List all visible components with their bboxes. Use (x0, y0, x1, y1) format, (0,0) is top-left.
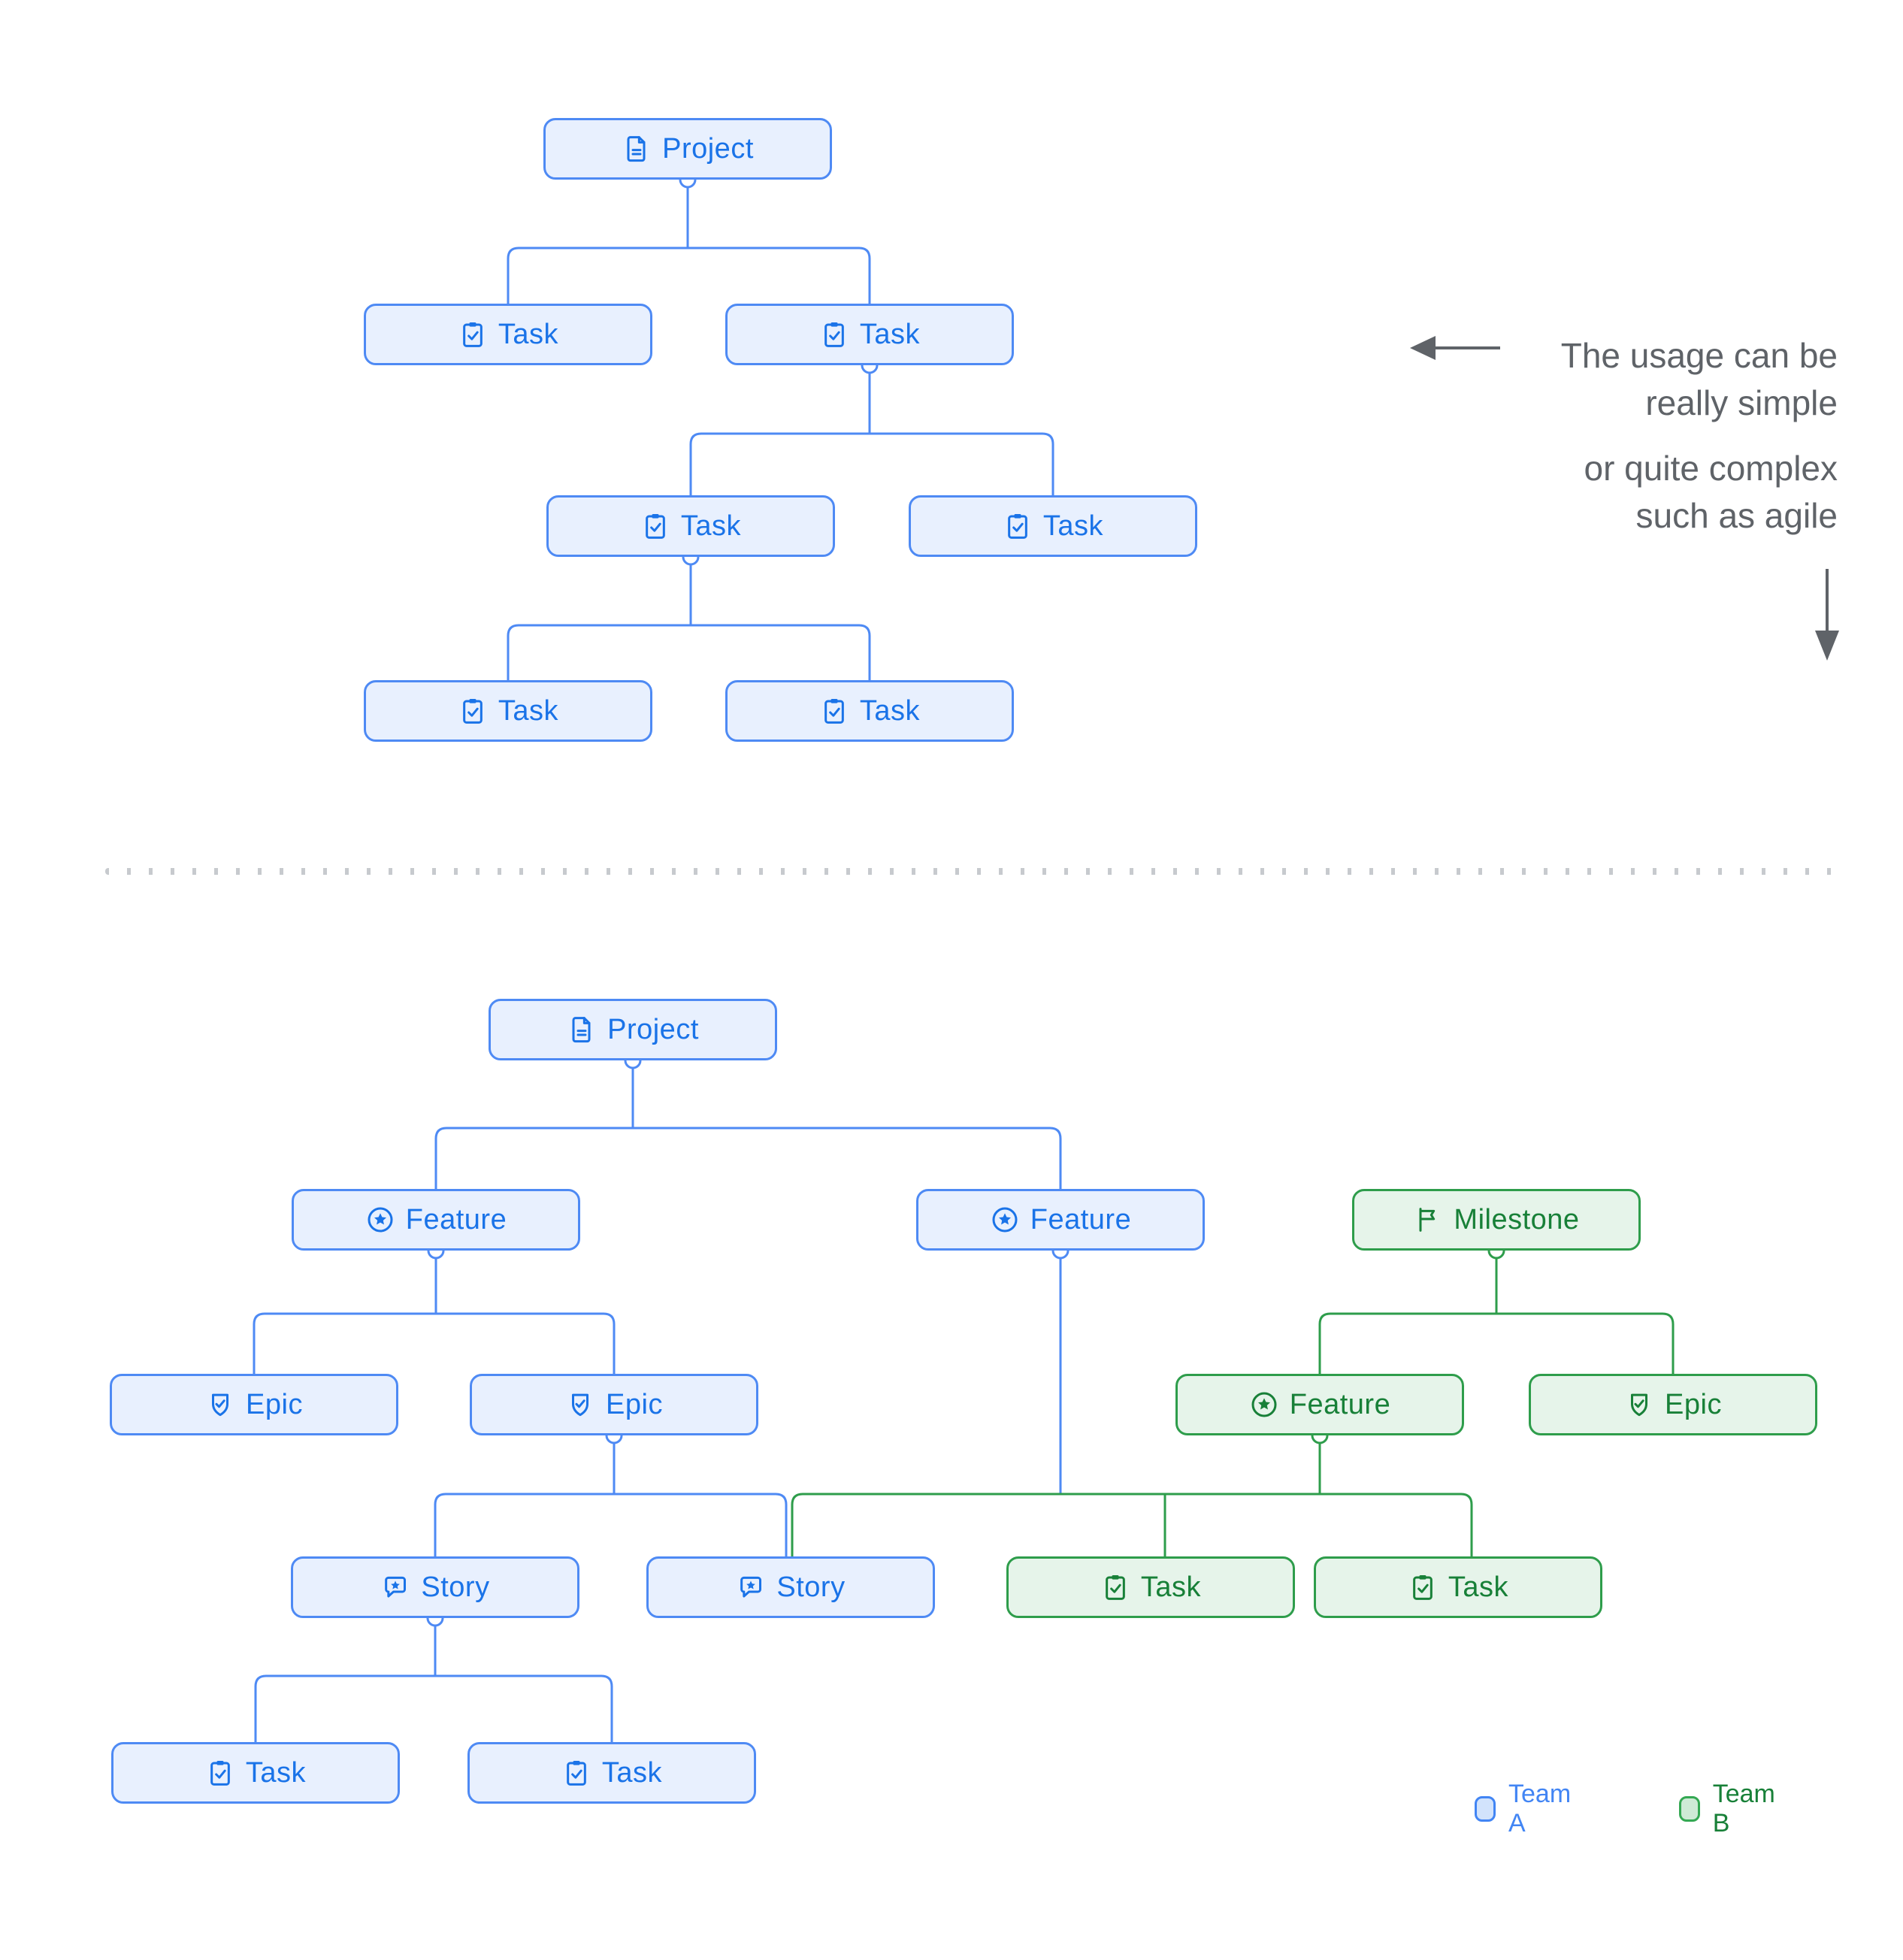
document-icon (567, 1015, 597, 1045)
task-icon (819, 319, 849, 349)
dotted-divider (105, 868, 1849, 875)
node-top-task-6: Task (725, 680, 1014, 742)
node-label: Feature (1030, 1203, 1132, 1236)
annotation-line-3: or quite complex (1584, 449, 1838, 488)
team-b-label: Team B (1712, 1780, 1775, 1838)
node-label: Story (776, 1571, 846, 1603)
node-label: Feature (405, 1203, 507, 1236)
legend-item-team-a: Team A (1475, 1780, 1575, 1838)
node-top-task-3: Task (546, 495, 835, 557)
node-label: Task (1448, 1571, 1509, 1603)
arrow-left-icon (1410, 336, 1500, 360)
node-epic-3: Epic (1529, 1374, 1817, 1435)
node-label: Task (680, 510, 742, 542)
node-label: Task (498, 694, 559, 727)
feature-icon (990, 1205, 1020, 1235)
node-story-2: Story (646, 1556, 935, 1618)
node-label: Story (421, 1571, 490, 1603)
node-green-task-1: Task (1006, 1556, 1295, 1618)
task-icon (1408, 1572, 1438, 1602)
node-feature-3: Feature (1175, 1374, 1464, 1435)
annotation-text: The usage can be really simple or quite … (1561, 332, 1838, 540)
node-label: Task (601, 1756, 663, 1789)
task-icon (640, 511, 670, 541)
arrow-down-icon (1815, 569, 1839, 661)
top-tree-connectors (507, 180, 1054, 680)
legend-item-team-b: Team B (1679, 1780, 1780, 1838)
node-label: Feature (1289, 1388, 1391, 1420)
node-epic-1: Epic (110, 1374, 398, 1435)
task-icon (205, 1758, 235, 1788)
feature-icon (365, 1205, 395, 1235)
task-icon (458, 696, 488, 726)
node-label: Task (1042, 510, 1104, 542)
milestone-icon (1413, 1205, 1443, 1235)
node-top-task-2: Task (725, 304, 1014, 365)
epic-icon (205, 1390, 235, 1420)
document-icon (622, 134, 652, 164)
annotation-line-4: such as agile (1635, 496, 1838, 535)
node-label: Task (859, 318, 921, 350)
team-a-label: Team A (1508, 1780, 1572, 1838)
node-label: Task (498, 318, 559, 350)
node-top-task-5: Task (364, 680, 652, 742)
node-label: Epic (1665, 1388, 1722, 1420)
story-icon (380, 1572, 410, 1602)
task-icon (1100, 1572, 1130, 1602)
node-top-task-4: Task (909, 495, 1197, 557)
annotation-line-2: really simple (1645, 383, 1838, 422)
annotation-line-1: The usage can be (1560, 336, 1838, 375)
team-b-color-chip (1679, 1796, 1700, 1822)
node-story-1: Story (291, 1556, 579, 1618)
node-feature-1: Feature (292, 1189, 580, 1251)
node-label: Task (859, 694, 921, 727)
node-label: Milestone (1454, 1203, 1580, 1236)
node-top-task-1: Task (364, 304, 652, 365)
task-icon (561, 1758, 591, 1788)
node-top-project: Project (543, 118, 832, 180)
epic-icon (565, 1390, 595, 1420)
node-bot-task-1: Task (111, 1742, 400, 1804)
epic-icon (1624, 1390, 1654, 1420)
node-label: Epic (246, 1388, 303, 1420)
story-icon (736, 1572, 766, 1602)
node-milestone: Milestone (1352, 1189, 1641, 1251)
node-feature-2: Feature (916, 1189, 1205, 1251)
team-a-color-chip (1475, 1796, 1496, 1822)
node-bot-project: Project (489, 999, 777, 1060)
feature-icon (1249, 1390, 1279, 1420)
node-label: Task (1140, 1571, 1202, 1603)
node-label: Epic (606, 1388, 663, 1420)
node-bot-task-2: Task (467, 1742, 756, 1804)
node-epic-2: Epic (470, 1374, 758, 1435)
node-label: Project (662, 132, 754, 165)
task-icon (1003, 511, 1033, 541)
task-icon (458, 319, 488, 349)
node-label: Project (607, 1013, 699, 1045)
task-icon (819, 696, 849, 726)
node-green-task-2: Task (1314, 1556, 1602, 1618)
node-label: Task (245, 1756, 307, 1789)
